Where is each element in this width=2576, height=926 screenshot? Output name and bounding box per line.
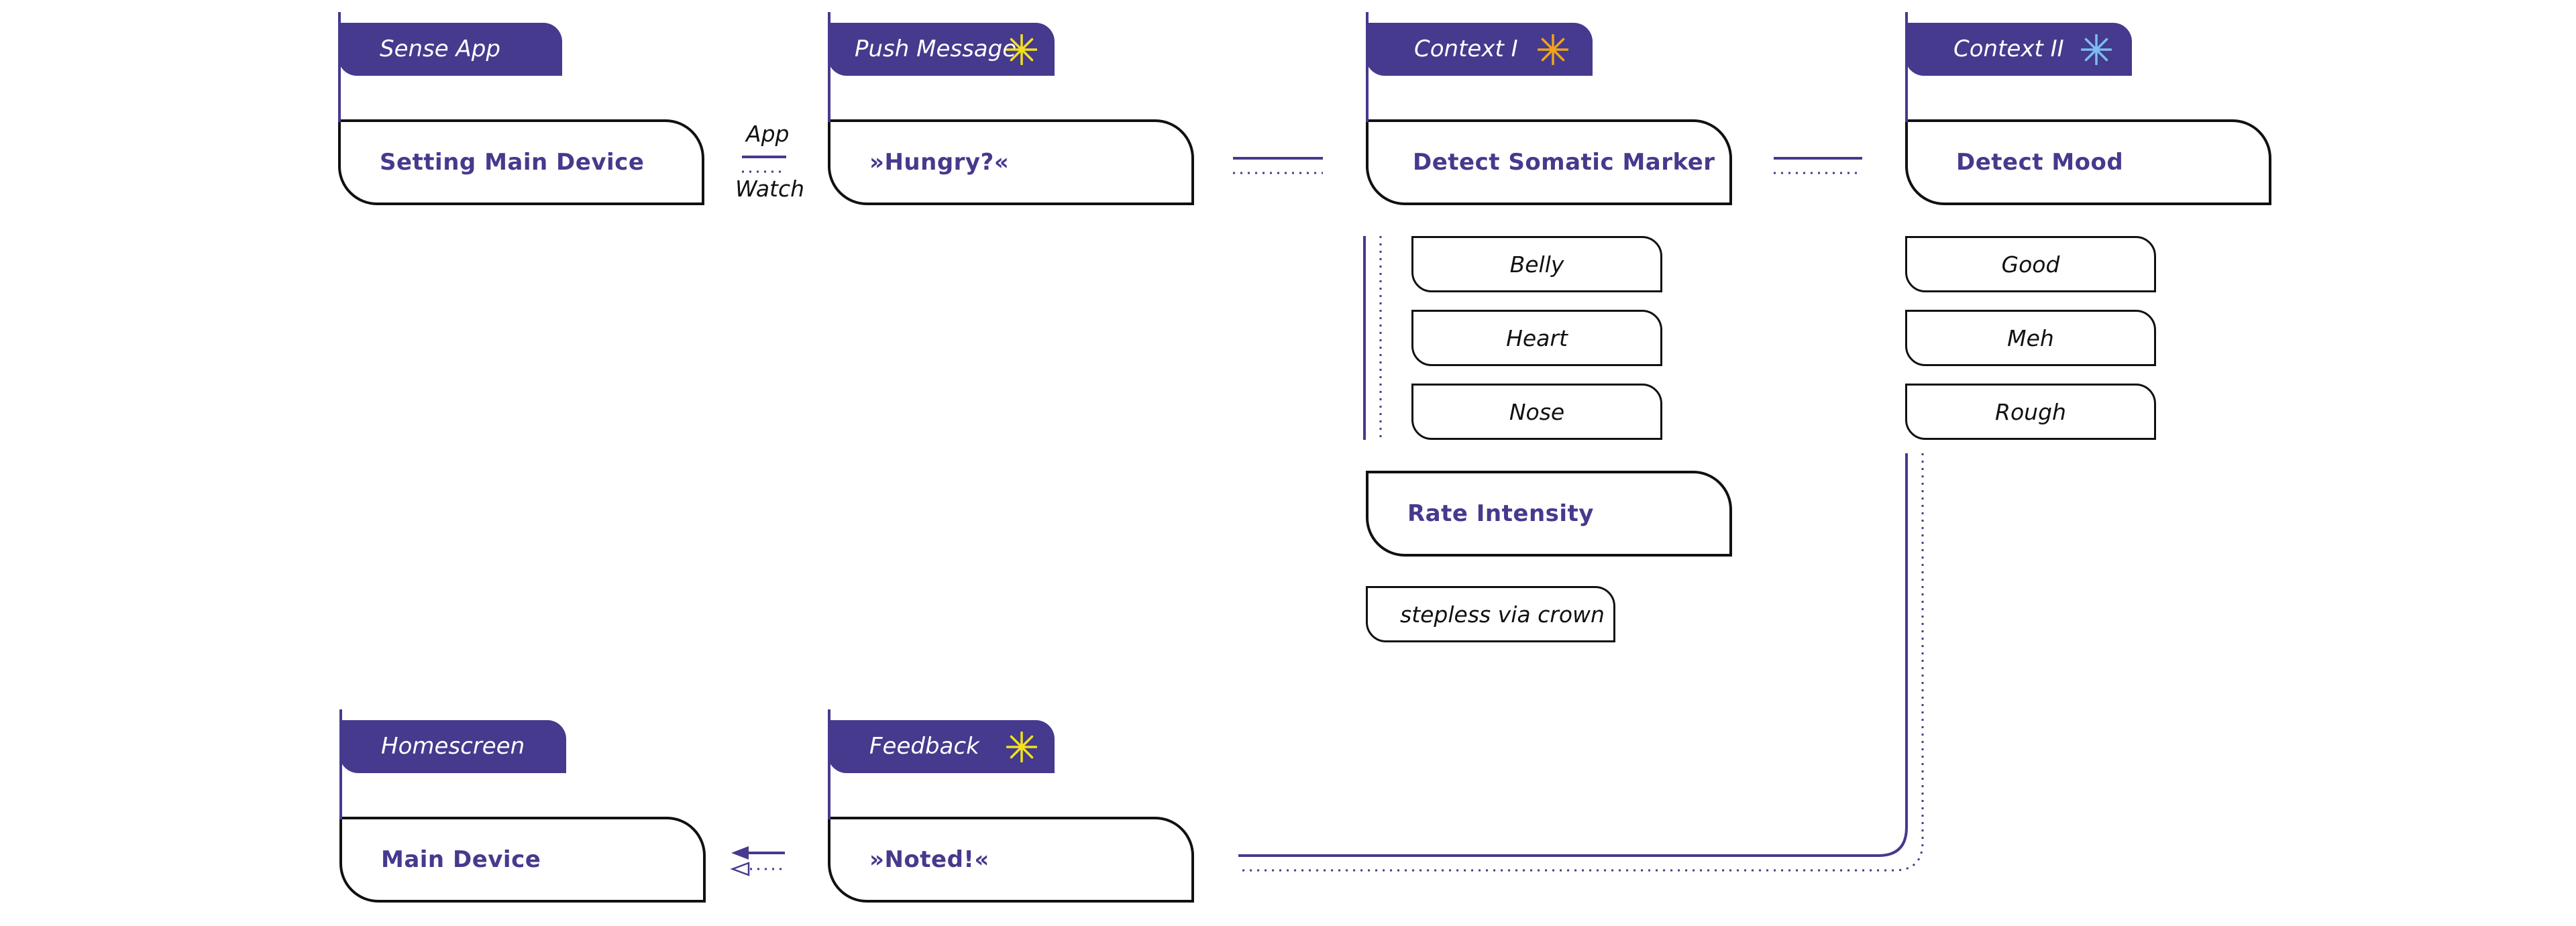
push-message-card[interactable]: »Hungry?« [828,12,1194,205]
somatic-option-belly[interactable]: Belly [1411,236,1662,292]
context2-card[interactable]: Detect Mood [1905,12,2271,205]
rate-intensity-note: stepless via crown [1366,586,1615,642]
sense-app-connector-line [338,12,341,122]
somatic-option-heart[interactable]: Heart [1411,310,1662,366]
feedback-card[interactable]: »Noted!« [828,709,1194,903]
context2-connector-line [1905,12,1908,122]
feedback-connector-line [828,709,830,819]
star-yellow-icon [1006,732,1037,762]
arrow-solid-icon [731,846,749,860]
sense-app-tab-label: Sense App [380,36,500,62]
somatic-option-nose[interactable]: Nose [1411,384,1662,440]
connector-label-watch: Watch [735,176,805,202]
context1-card[interactable]: Detect Somatic Marker [1366,12,1732,205]
homescreen-card[interactable]: Main Device [339,709,706,903]
star-blue-icon [2081,34,2112,65]
connector-label-app: App [746,121,790,147]
push-message-tab: Push Message [828,23,1055,76]
context1-connector-line [1366,12,1368,122]
homescreen-card-label: Main Device [381,846,541,873]
context1-card-label: Detect Somatic Marker [1413,149,1715,176]
push-message-card-label: »Hungry?« [869,149,1010,176]
context2-tab: Context II [1905,23,2132,76]
rate-intensity-label: Rate Intensity [1407,500,1594,527]
context2-tab-label: Context II [1953,36,2064,62]
feedback-tab: Feedback [828,720,1055,773]
feedback-tab-label: Feedback [869,733,979,760]
arrow-hollow-icon [730,862,750,876]
mood-option-meh[interactable]: Meh [1905,310,2156,366]
context2-card-label: Detect Mood [1956,149,2124,176]
push-message-tab-label: Push Message [855,36,1017,62]
star-orange-icon [1538,34,1568,65]
push-message-connector-line [828,12,830,122]
homescreen-tab: Homescreen [339,720,566,773]
sense-app-card[interactable]: Setting Main Device [338,12,704,205]
sense-app-tab: Sense App [338,23,562,76]
rate-intensity-card[interactable]: Rate Intensity [1366,471,1732,557]
homescreen-tab-label: Homescreen [381,733,525,760]
mood-option-rough[interactable]: Rough [1905,384,2156,440]
context1-tab-label: Context I [1414,36,1518,62]
homescreen-connector-line [339,709,342,819]
sense-app-card-label: Setting Main Device [380,149,645,176]
mood-option-good[interactable]: Good [1905,236,2156,292]
context1-tab: Context I [1366,23,1593,76]
feedback-card-label: »Noted!« [869,846,989,873]
star-yellow-icon [1006,34,1037,65]
